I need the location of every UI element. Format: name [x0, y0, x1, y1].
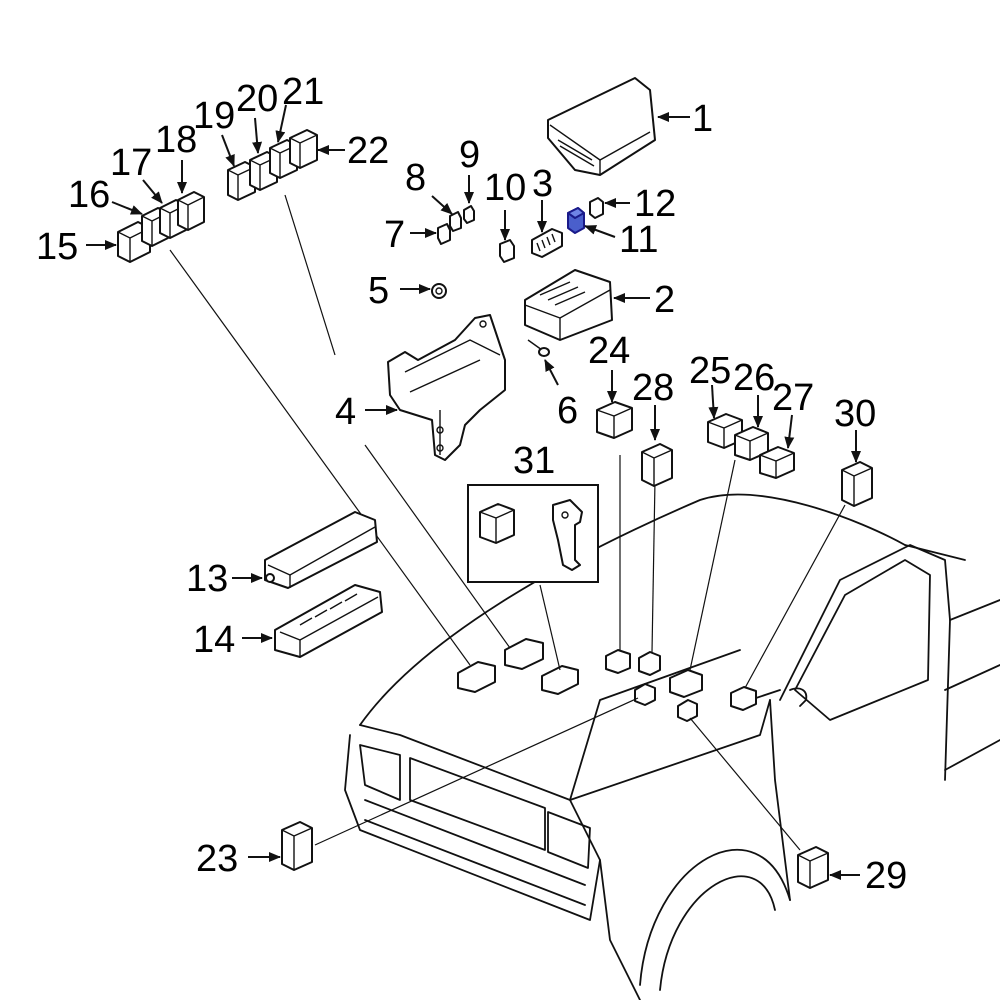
part-28-relay	[641, 443, 673, 487]
part-8-fuse	[449, 211, 462, 232]
callout-7: 7	[384, 214, 405, 256]
part-31-inset	[467, 484, 599, 583]
callout-labels: 1 2 3 4 5 6 7 8 9 10 11 12 13 14 15 16 1…	[36, 71, 907, 897]
callout-28: 28	[632, 367, 674, 409]
callout-4: 4	[335, 391, 356, 433]
callout-arrows	[86, 104, 861, 880]
callout-25: 25	[689, 350, 731, 392]
part-30-relay	[841, 461, 873, 507]
part-19-relay	[227, 161, 256, 201]
callout-22: 22	[347, 130, 389, 172]
callout-2: 2	[654, 279, 675, 321]
callout-6: 6	[557, 390, 578, 432]
part-6-screw	[527, 339, 550, 357]
callout-12: 12	[634, 183, 676, 225]
callout-31: 31	[513, 440, 555, 482]
callout-8: 8	[405, 157, 426, 199]
part-2-fuse-block	[524, 269, 613, 341]
callout-30: 30	[834, 393, 876, 435]
callout-16: 16	[68, 174, 110, 216]
callout-17: 17	[110, 142, 152, 184]
part-23-relay	[281, 821, 313, 871]
truck-outline	[344, 493, 1000, 1000]
install-locations	[457, 638, 757, 722]
callout-14: 14	[193, 619, 235, 661]
callout-21: 21	[282, 71, 324, 113]
callout-20: 20	[236, 78, 278, 120]
callout-13: 13	[186, 558, 228, 600]
callout-11: 11	[619, 219, 658, 261]
callout-9: 9	[459, 134, 480, 176]
callout-1: 1	[692, 98, 713, 140]
callout-10: 10	[484, 167, 526, 209]
part-12-fuse	[589, 197, 604, 219]
callout-27: 27	[772, 377, 814, 419]
callout-18: 18	[155, 119, 197, 161]
callout-15: 15	[36, 226, 78, 268]
part-24-relay	[596, 401, 633, 439]
part-5-clip	[431, 283, 447, 299]
part-7-fuse	[437, 223, 451, 245]
callout-23: 23	[196, 838, 238, 880]
part-9-fuse	[463, 205, 475, 224]
callout-24: 24	[588, 330, 630, 372]
part-10-fuse	[499, 239, 515, 263]
part-22-relay	[289, 129, 318, 169]
callout-19: 19	[193, 95, 235, 137]
part-14-fuse-box	[274, 584, 383, 658]
part-11-fuse-highlighted	[567, 207, 585, 234]
part-29-relay	[797, 846, 829, 889]
part-18-relay	[177, 191, 205, 231]
part-27-relay	[759, 446, 795, 479]
part-3-fuse-strip	[531, 228, 563, 258]
part-1-fuse-box-cover	[547, 77, 656, 176]
leader-lines	[169, 194, 846, 851]
callout-26: 26	[733, 357, 775, 399]
part-4-bracket	[387, 314, 506, 461]
callout-3: 3	[532, 163, 553, 205]
callout-29: 29	[865, 855, 907, 897]
part-25-relay	[707, 413, 743, 449]
part-13-cover	[264, 511, 378, 589]
callout-5: 5	[368, 270, 389, 312]
